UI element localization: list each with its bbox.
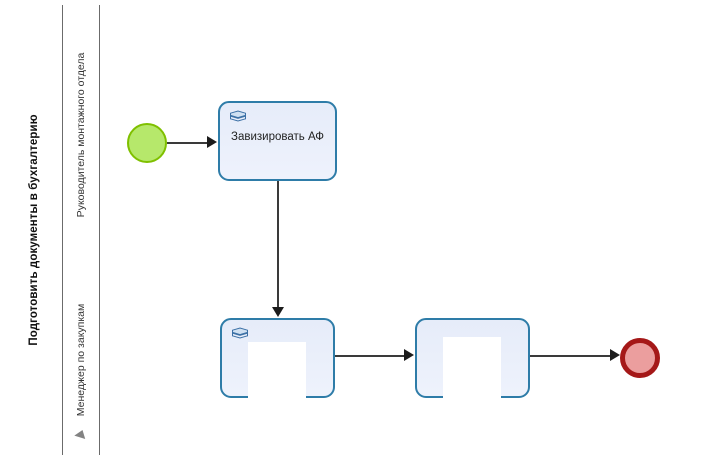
flow-task2-to-task3 <box>335 355 407 357</box>
lane-label-cell-head-of-installation: Руководитель монтажного отдела <box>63 5 100 265</box>
lane-body-head-of-installation <box>100 5 701 265</box>
occluder-task-second <box>248 342 306 398</box>
flow-task1-to-task2 <box>277 181 279 309</box>
occluder-task-third <box>443 337 501 398</box>
pool-title-cell: Подготовить документы в бухгалтерию <box>5 5 63 455</box>
flow-task1-to-task2-arrowhead <box>272 307 284 317</box>
flow-task3-to-end <box>530 355 613 357</box>
task-zavizirovat-af[interactable]: Завизировать АФ <box>218 101 337 181</box>
flow-start-to-task1-arrowhead <box>207 136 217 148</box>
lane-label-head-of-installation: Руководитель монтажного отдела <box>75 52 87 218</box>
flow-start-to-task1 <box>167 142 209 144</box>
flow-task2-to-task3-arrowhead <box>404 349 414 361</box>
lane-label-cell-purchasing-manager: Менеджер по закупкам <box>63 265 100 455</box>
document-task-icon <box>232 327 248 339</box>
lane-label-purchasing-manager: Менеджер по закупкам <box>75 303 87 417</box>
pool-title: Подготовить документы в бухгалтерию <box>27 114 40 346</box>
lane-body-purchasing-manager <box>100 265 701 455</box>
task-label-zavizirovat-af: Завизировать АФ <box>231 131 324 143</box>
start-event[interactable] <box>127 123 167 163</box>
end-event[interactable] <box>620 338 660 378</box>
document-task-icon <box>230 110 246 122</box>
task-second-occluded[interactable]: С к о <box>220 318 335 398</box>
flow-task3-to-end-arrowhead <box>610 349 620 361</box>
